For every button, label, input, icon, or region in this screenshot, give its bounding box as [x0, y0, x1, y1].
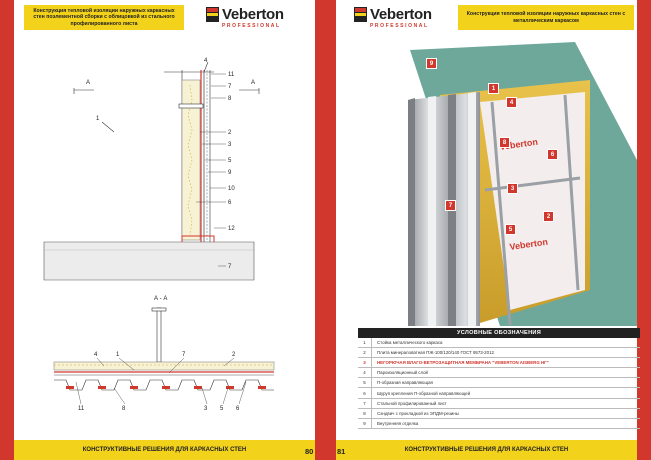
callout-2: 2 [228, 130, 232, 136]
badge-1: 1 [488, 83, 499, 94]
sec-callout-2: 2 [232, 352, 236, 358]
horizontal-section [53, 307, 275, 391]
page-number-right: 81 [337, 447, 346, 456]
vertical-section [43, 61, 260, 281]
left-header: Конструкция тепловой изоляции наружных к… [24, 5, 184, 30]
sec-callout-4: 4 [94, 352, 98, 358]
veberton-logo-icon [206, 7, 219, 22]
callout-12: 12 [228, 226, 235, 232]
callout-7: 7 [228, 84, 232, 90]
right-footer: КОНСТРУКТИВНЫЕ РЕШЕНИЯ ДЛЯ КАРКАСНЫХ СТЕ… [336, 440, 637, 460]
logo-sub: PROFESSIONAL [370, 23, 429, 29]
callout-1: 1 [96, 116, 100, 122]
section-marker-right: А [251, 80, 255, 86]
badge-5: 5 [505, 224, 516, 235]
left-red-band [0, 0, 14, 460]
badge-8: 8 [499, 137, 510, 148]
sec-callout-6: 6 [236, 406, 240, 412]
badge-7: 7 [445, 200, 456, 211]
callout-6: 6 [228, 200, 232, 206]
right-page: Veberton PROFESSIONAL Конструкция теплов… [336, 0, 651, 460]
veberton-logo-icon [354, 7, 367, 22]
sec-callout-5: 5 [220, 406, 224, 412]
sec-callout-1: 1 [116, 352, 120, 358]
right-logo: Veberton PROFESSIONAL [354, 6, 432, 29]
logo-text: Veberton [222, 6, 284, 23]
technical-drawing: А А 1 4 11 7 8 2 3 5 9 10 6 12 7 [43, 58, 275, 412]
section-leader-lines [75, 357, 247, 405]
metal-frame [484, 94, 581, 326]
logo-sub: PROFESSIONAL [222, 23, 281, 29]
sec-callout-11: 11 [78, 406, 85, 412]
spine [315, 0, 336, 460]
callout-7-bottom: 7 [228, 264, 232, 270]
left-logo: Veberton PROFESSIONAL [206, 6, 284, 29]
right-red-band [637, 0, 651, 460]
callout-11: 11 [228, 72, 235, 78]
badge-2: 2 [543, 211, 554, 222]
leader-lines [196, 73, 226, 267]
right-header: Конструкция тепловой изоляции наружных к… [458, 5, 634, 30]
callout-10: 10 [228, 186, 235, 192]
logo-text: Veberton [370, 6, 432, 23]
legend-title: УСЛОВНЫЕ ОБОЗНАЧЕНИЯ [358, 328, 640, 338]
badge-3: 3 [507, 183, 518, 194]
callout-5: 5 [228, 158, 232, 164]
section-callouts: 4 1 7 2 11 8 3 5 6 [78, 352, 240, 412]
badge-4: 4 [506, 97, 517, 108]
badge-6: 6 [547, 149, 558, 160]
sec-callout-7: 7 [182, 352, 186, 358]
profiled-sheet [408, 92, 480, 326]
page-number-left: 80 [305, 447, 314, 456]
callout-8: 8 [228, 96, 232, 102]
left-page: Конструкция тепловой изоляции наружных к… [0, 0, 315, 460]
callout-4: 4 [204, 58, 208, 64]
callout-labels: А А 1 4 11 7 8 2 3 5 9 10 6 12 7 [86, 58, 255, 270]
section-marker-left: А [86, 80, 90, 86]
badge-9: 9 [426, 58, 437, 69]
callout-9: 9 [228, 170, 232, 176]
section-title: А - А [154, 296, 167, 302]
left-footer: КОНСТРУКТИВНЫЕ РЕШЕНИЯ ДЛЯ КАРКАСНЫХ СТЕ… [14, 440, 315, 460]
sec-callout-3: 3 [204, 406, 208, 412]
sec-callout-8: 8 [122, 406, 126, 412]
callout-3: 3 [228, 142, 232, 148]
